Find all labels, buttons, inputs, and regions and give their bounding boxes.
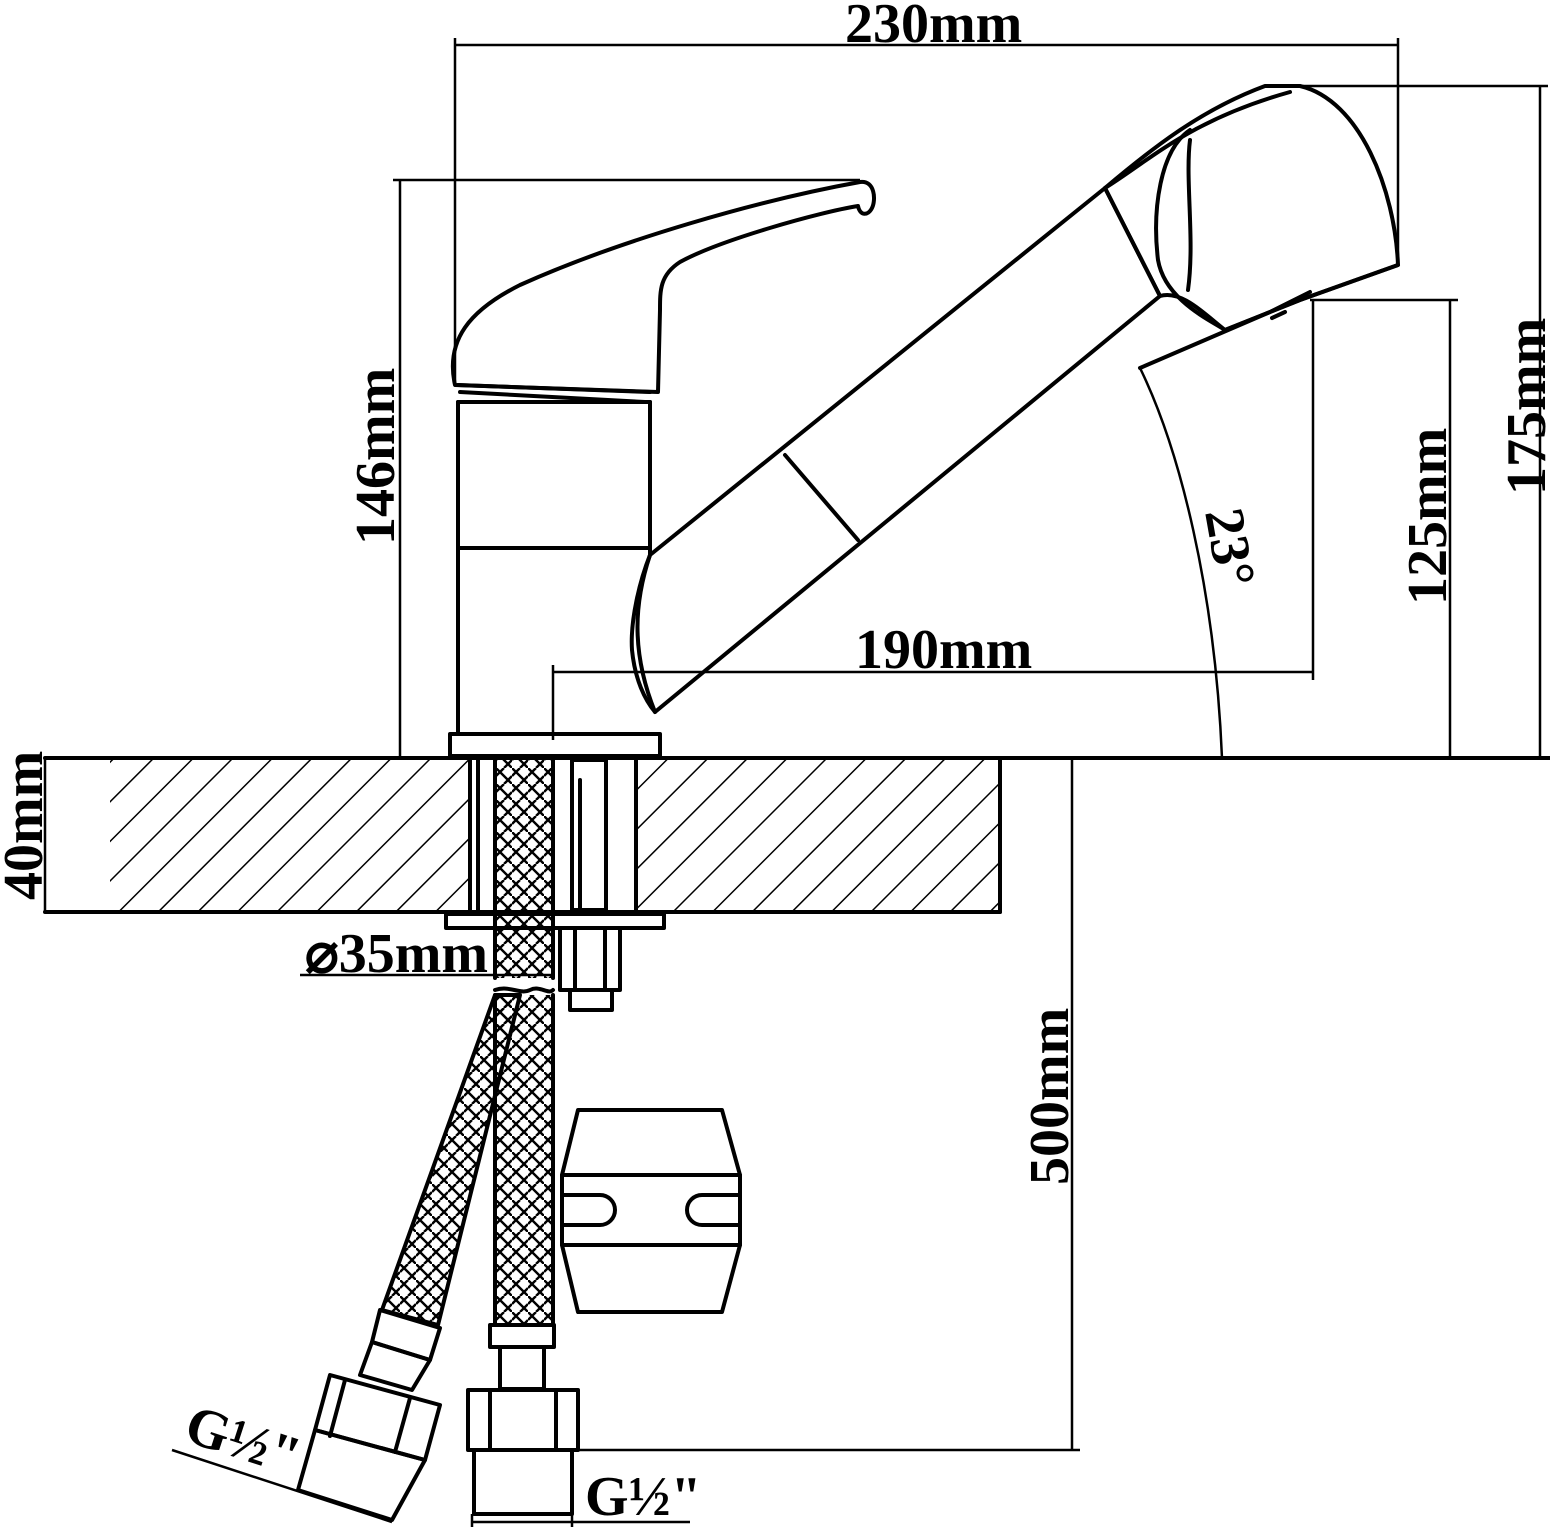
spray-head bbox=[1103, 84, 1400, 332]
faucet-body bbox=[448, 179, 876, 758]
dim-35mm: ⌀35mm bbox=[305, 923, 488, 985]
mounting-bracket bbox=[560, 1108, 742, 1314]
dim-230mm: 230mm bbox=[845, 0, 1022, 55]
countertop-section bbox=[43, 756, 1550, 914]
dim-190mm: 190mm bbox=[855, 619, 1032, 681]
dim-40mm: 40mm bbox=[0, 751, 55, 900]
dimension-lines bbox=[43, 38, 1548, 1527]
flexible-hoses bbox=[296, 993, 580, 1522]
pull-out-spout bbox=[629, 84, 1400, 714]
dim-125mm: 125mm bbox=[1397, 428, 1459, 605]
dim-146mm: 146mm bbox=[345, 368, 407, 545]
dim-23-degrees: 23° bbox=[1192, 503, 1267, 591]
underside-fittings bbox=[444, 758, 666, 1012]
dim-175mm: 175mm bbox=[1496, 318, 1550, 495]
dim-500mm: 500mm bbox=[1019, 1008, 1081, 1185]
lever-handle bbox=[450, 179, 876, 394]
dim-thread-right: G½" bbox=[585, 1466, 702, 1527]
